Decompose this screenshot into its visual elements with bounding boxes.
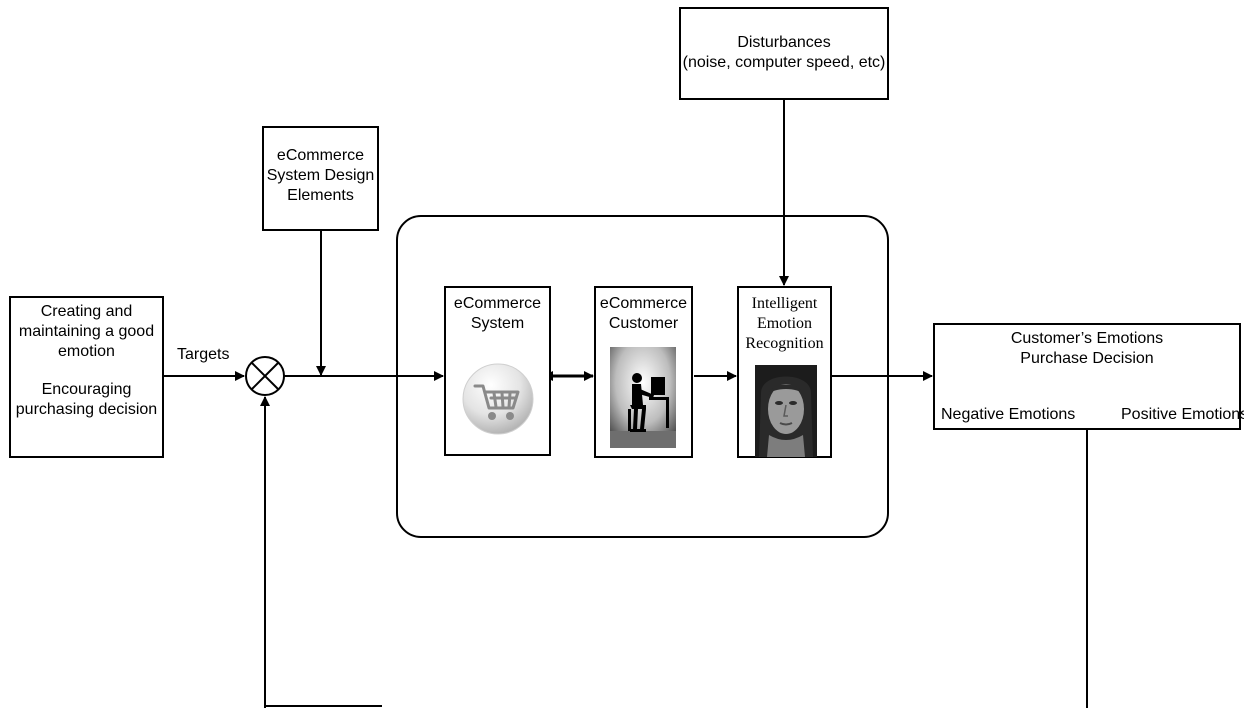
positive-emotions-label: Positive Emotions [1121,406,1244,423]
disturbances-box: Disturbances (noise, computer speed, etc… [679,7,889,100]
face-photo-icon [755,365,817,457]
ecommerce-customer-box: eCommerce Customer [594,286,693,458]
summing-junction-icon [245,356,285,396]
system-line-2: System [470,315,525,332]
outcome-box: Customer’s Emotions Purchase Decision Ne… [933,323,1244,430]
customer-line-2: Customer [608,315,679,332]
disturbances-line-1: Disturbances [737,34,831,51]
system-line-1: eCommerce [453,295,542,312]
person-at-computer-icon [610,347,676,448]
goal-line-1: Creating and [40,303,133,320]
customer-line-1: eCommerce [599,295,688,312]
outcome-line-2: Purchase Decision [1020,350,1154,367]
negative-emotions-label: Negative Emotions [941,406,1076,423]
goal-line-3: emotion [58,343,115,360]
recognition-line-3: Recognition [745,335,824,352]
ecommerce-system-box: eCommerce System [444,286,551,456]
recognition-line-1: Intelligent [751,295,818,312]
goal-line-5: purchasing decision [15,401,158,418]
recognition-line-2: Emotion [756,315,813,332]
outcome-line-1: Customer’s Emotions [1010,330,1164,347]
design-line-1: eCommerce [276,147,365,164]
design-line-2: System Design [266,167,375,184]
targets-label: Targets [177,346,230,363]
goal-line-4: Encouraging [41,381,132,398]
goal-box: Creating and maintaining a good emotion … [9,296,164,458]
shopping-cart-icon [462,363,534,435]
disturbances-line-2: (noise, computer speed, etc) [682,54,886,71]
design-elements-box: eCommerce System Design Elements [262,126,379,231]
design-line-3: Elements [287,187,354,204]
emotion-recognition-box: Intelligent Emotion Recognition [737,286,832,458]
goal-line-2: maintaining a good [18,323,155,340]
